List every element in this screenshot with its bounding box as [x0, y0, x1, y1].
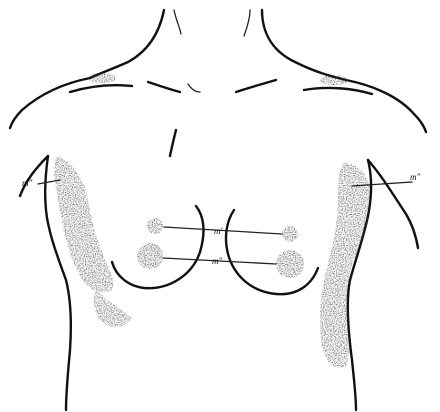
shoulder-outline [10, 78, 426, 132]
label-left-axilla: m" [410, 172, 420, 182]
lesion-upper-right [147, 218, 163, 234]
neck-outline [90, 10, 346, 80]
label-upper-connector: m' [214, 226, 223, 236]
upper-connector-line [164, 227, 282, 234]
label-lower-connector: m" [212, 256, 222, 266]
clavicle-shading [88, 73, 348, 85]
label-right-axilla: m" [22, 178, 32, 188]
lesion-lower-left [276, 250, 304, 278]
lesion-upper-left [282, 226, 298, 242]
clavicle-and-sternum-marks [148, 80, 276, 156]
lesion-lower-right [137, 243, 163, 269]
